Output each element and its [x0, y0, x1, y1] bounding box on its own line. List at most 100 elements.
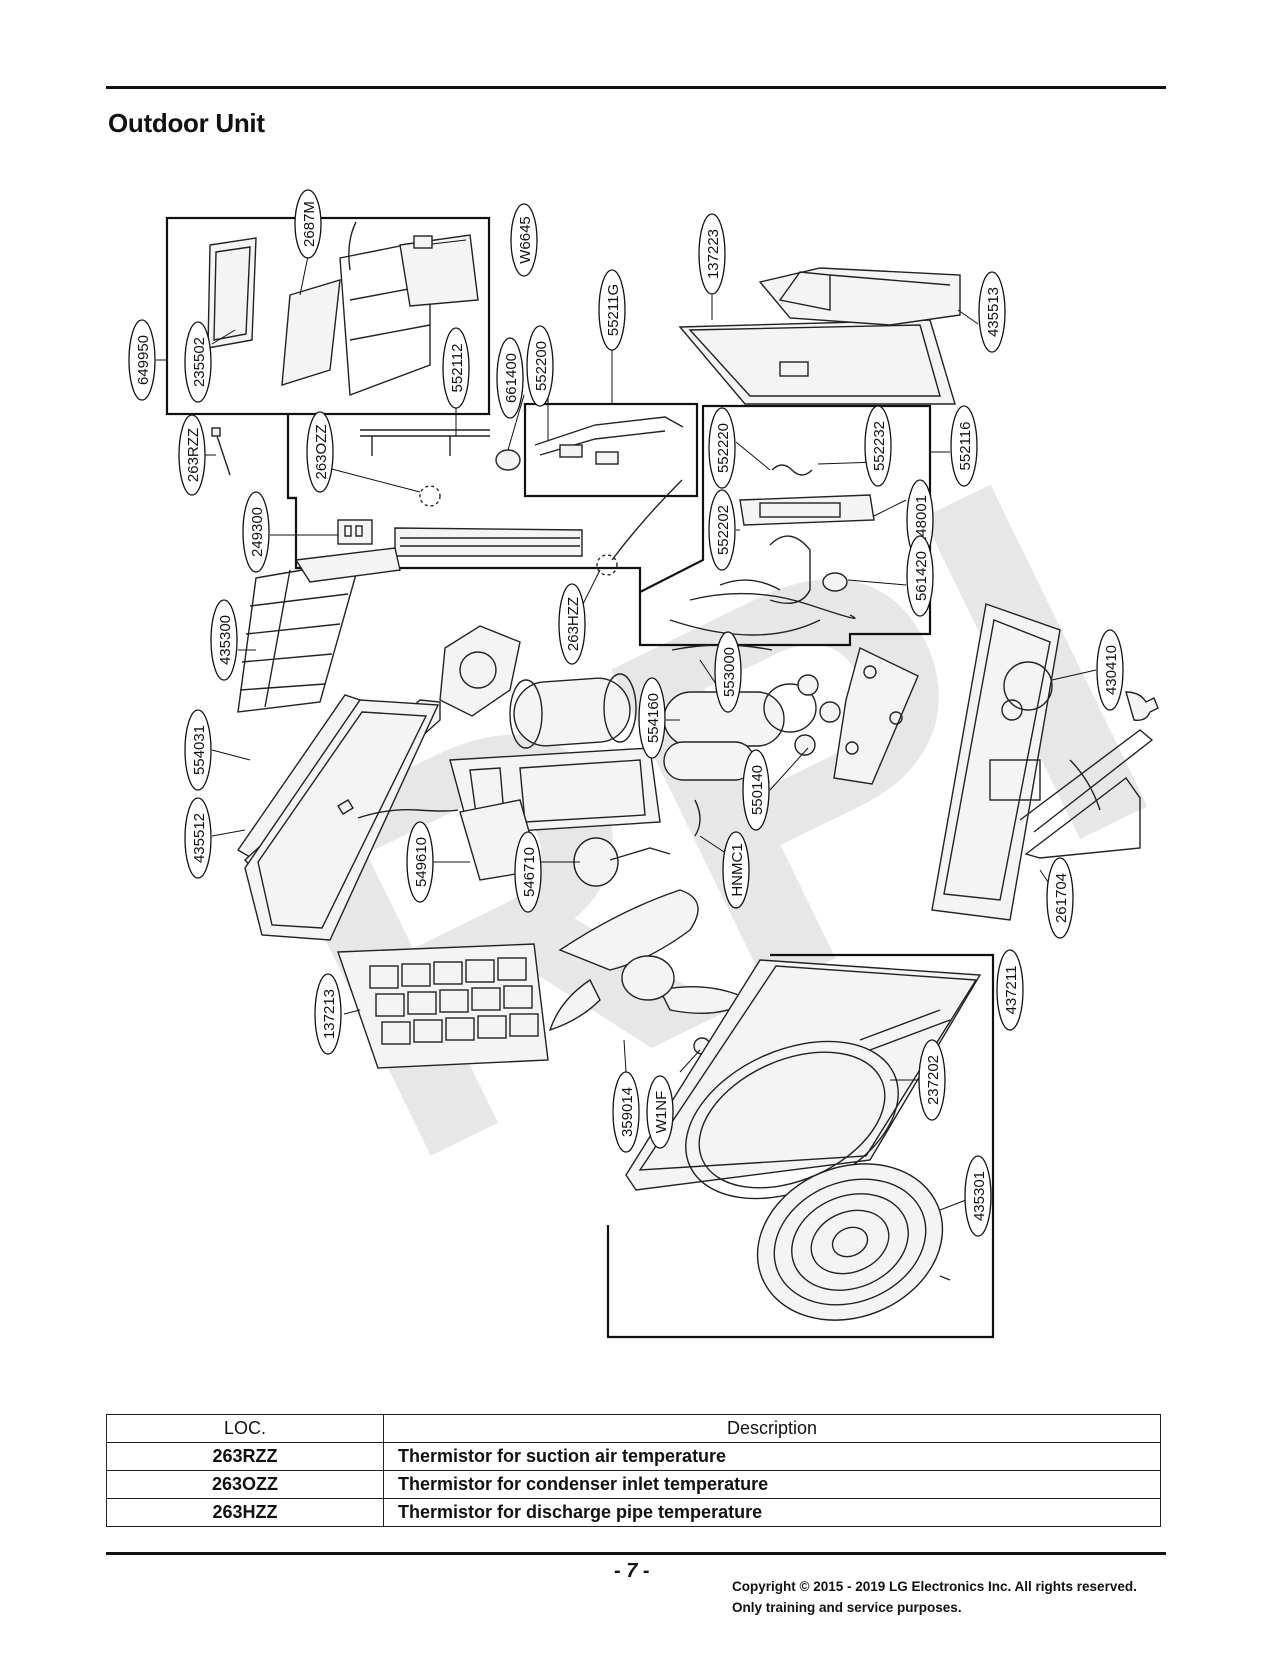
svg-text:137223: 137223 — [705, 229, 722, 279]
table-cell-description: Thermistor for discharge pipe temperatur… — [383, 1498, 1161, 1527]
part-callout-263HZZ: 263HZZ — [558, 583, 586, 665]
svg-text:661400: 661400 — [503, 353, 520, 403]
part-callout-561420: 561420 — [906, 535, 934, 617]
svg-text:263OZZ: 263OZZ — [313, 424, 330, 479]
thermistor-location-table: LOC. Description 263RZZ Thermistor for s… — [106, 1414, 1161, 1527]
copyright-text: Copyright © 2015 - 2019 LG Electronics I… — [732, 1579, 1137, 1594]
elbow-fitting — [1125, 691, 1159, 722]
svg-text:237202: 237202 — [925, 1055, 942, 1105]
part-callout-554160: 554160 — [638, 677, 666, 759]
copyright-footer: Copyright © 2015 - 2019 LG Electronics I… — [732, 1576, 1137, 1618]
svg-text:649950: 649950 — [135, 335, 152, 385]
table-cell-description: Thermistor for condenser inlet temperatu… — [383, 1470, 1161, 1499]
svg-text:546710: 546710 — [521, 847, 538, 897]
front-panel — [625, 959, 982, 1200]
page-number: - 7 - — [614, 1560, 650, 1582]
svg-text:552112: 552112 — [449, 344, 466, 393]
front-panel-frame — [606, 953, 995, 1339]
part-callout-552200: 552200 — [526, 325, 554, 407]
base-plate-panel — [244, 699, 459, 941]
svg-text:553000: 553000 — [721, 647, 738, 697]
svg-text:437211: 437211 — [1003, 966, 1020, 1015]
table-cell-loc: 263OZZ — [106, 1470, 384, 1499]
svg-text:W6645: W6645 — [517, 216, 534, 264]
part-callout-HNMC1: HNMC1 — [722, 831, 750, 909]
part-callout-552112: 552112 — [442, 327, 470, 409]
part-callout-649950: 649950 — [128, 319, 156, 401]
part-callout-137223: 137223 — [698, 213, 726, 295]
part-callout-554031: 554031 — [184, 709, 212, 791]
separator-plate — [833, 647, 919, 785]
top-rule — [106, 86, 1166, 89]
svg-text:W1NF: W1NF — [653, 1091, 670, 1134]
part-callout-237202: 237202 — [918, 1039, 946, 1121]
svg-text:263HZZ: 263HZZ — [565, 597, 582, 651]
part-callout-552116: 552116 — [950, 405, 978, 487]
part-callout-435301: 435301 — [964, 1155, 992, 1237]
part-callout-137213: 137213 — [314, 973, 342, 1055]
exploded-parts-diagram: RPI — [128, 189, 1227, 1339]
condenser-coil — [394, 479, 683, 576]
motor-mount-plate — [439, 625, 521, 717]
piping-group-frame — [638, 404, 932, 647]
part-callout-435300: 435300 — [210, 599, 238, 681]
svg-text:552116: 552116 — [957, 422, 974, 471]
thermistor-263RZZ-shape — [211, 427, 231, 476]
compressor-shell — [509, 673, 637, 749]
base-frame — [449, 747, 661, 881]
part-callout-661400: 661400 — [496, 337, 524, 419]
svg-text:550140: 550140 — [749, 765, 766, 815]
part-callout-W6645: W6645 — [510, 203, 538, 277]
svg-text:549610: 549610 — [413, 837, 430, 887]
svg-text:552232: 552232 — [871, 421, 888, 471]
svg-text:2687M: 2687M — [301, 201, 318, 247]
svg-text:249300: 249300 — [249, 507, 266, 557]
heater-rods — [360, 429, 490, 456]
valve-group-frame — [523, 402, 699, 498]
svg-text:435513: 435513 — [985, 287, 1002, 337]
terminal-block — [337, 519, 373, 545]
svg-text:435300: 435300 — [217, 615, 234, 665]
part-callout-437211: 437211 — [996, 949, 1024, 1031]
fan-guard — [756, 1163, 951, 1321]
part-callout-552232: 552232 — [864, 405, 892, 487]
propeller-fan — [548, 889, 752, 1055]
part-callout-359014: 359014 — [612, 1071, 640, 1153]
front-grille-small — [337, 943, 549, 1069]
compressor — [663, 674, 841, 781]
svg-text:148001: 148001 — [913, 495, 930, 545]
svg-text:263RZZ: 263RZZ — [185, 428, 202, 482]
svg-text:359014: 359014 — [619, 1087, 636, 1137]
table-row: 263RZZ Thermistor for suction air temper… — [106, 1442, 1161, 1471]
part-callout-546710: 546710 — [514, 831, 542, 913]
table-row: 263HZZ Thermistor for discharge pipe tem… — [106, 1498, 1161, 1527]
pcb-assembly — [281, 221, 479, 396]
control-frame-extension — [286, 414, 642, 592]
part-callout-261704: 261704 — [1046, 857, 1074, 939]
table-cell-description: Thermistor for suction air temperature — [383, 1442, 1161, 1471]
svg-text:435301: 435301 — [971, 1171, 988, 1221]
piping-assembly — [669, 464, 875, 651]
handle-cover — [758, 267, 961, 326]
svg-text:137213: 137213 — [321, 989, 338, 1039]
column-header-description: Description — [383, 1414, 1161, 1443]
svg-text:430410: 430410 — [1103, 645, 1120, 695]
table-row: 263OZZ Thermistor for condenser inlet te… — [106, 1470, 1161, 1499]
part-callout-W1NF: W1NF — [646, 1075, 674, 1149]
part-callout-2687M: 2687M — [294, 189, 322, 259]
svg-text:261704: 261704 — [1053, 873, 1070, 923]
part-callout-55211G: 55211G — [598, 269, 626, 351]
rear-grille — [237, 559, 361, 713]
part-callout-435513: 435513 — [978, 271, 1006, 353]
part-callout-249300: 249300 — [242, 491, 270, 573]
bottom-rule — [106, 1552, 1166, 1555]
table-header-row: LOC. Description — [106, 1414, 1161, 1443]
svg-text:552200: 552200 — [533, 341, 550, 391]
svg-text:435512: 435512 — [191, 813, 208, 863]
top-panel — [678, 319, 956, 405]
part-callout-430410: 430410 — [1096, 629, 1124, 711]
table-cell-loc: 263HZZ — [106, 1498, 384, 1527]
part-callout-263RZZ: 263RZZ — [178, 414, 206, 496]
svg-text:554160: 554160 — [645, 693, 662, 743]
control-box-frame — [165, 216, 491, 416]
